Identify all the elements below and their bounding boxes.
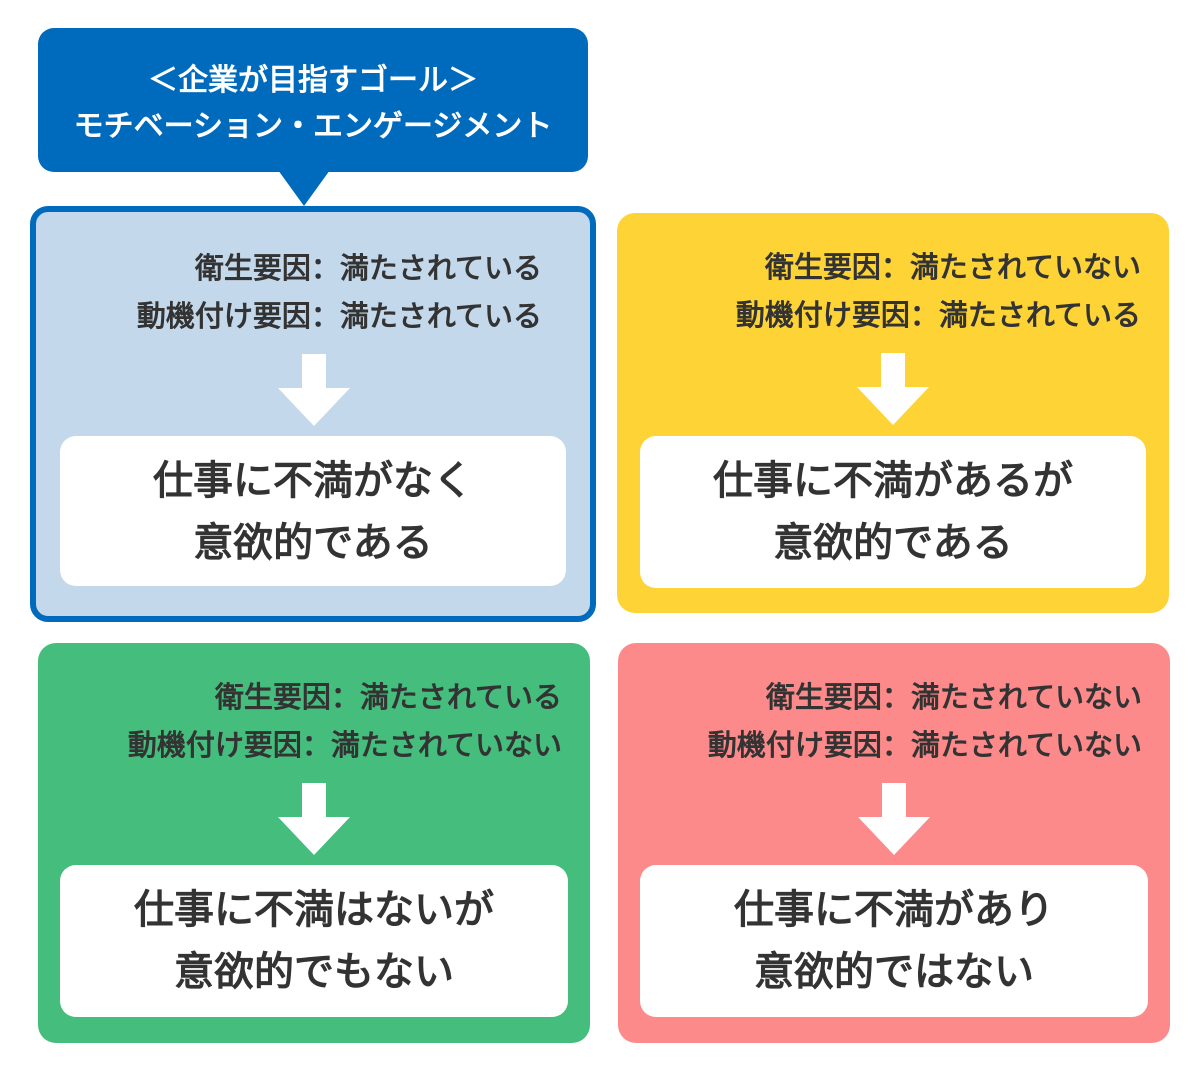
- result-line-2: 意欲的ではない: [754, 949, 1034, 995]
- goal-subtitle: モチベーション・エンゲージメント: [73, 109, 553, 144]
- hygiene-factor: 衛生要因：満たされていない: [765, 680, 1142, 714]
- quadrant-bottom-right: 衛生要因：満たされていない 動機付け要因：満たされていない 仕事に不満があり 意…: [618, 643, 1170, 1043]
- goal-title: ＜企業が目指すゴール＞: [148, 63, 478, 98]
- down-arrow-icon: [278, 783, 350, 855]
- quadrant-top-left: 衛生要因：満たされている 動機付け要因：満たされている 仕事に不満がなく 意欲的…: [30, 206, 596, 622]
- result-box: 仕事に不満がなく 意欲的である: [60, 436, 566, 586]
- result-line-1: 仕事に不満はないが: [134, 887, 494, 933]
- result-box: 仕事に不満はないが 意欲的でもない: [60, 865, 568, 1017]
- conditions: 衛生要因：満たされている 動機付け要因：満たされていない: [128, 673, 562, 769]
- motivator-factor: 動機付け要因：満たされていない: [707, 728, 1142, 762]
- quadrant-top-right: 衛生要因：満たされていない 動機付け要因：満たされている 仕事に不満があるが 意…: [617, 213, 1169, 613]
- result-line-2: 意欲的である: [193, 520, 433, 566]
- quadrant-bottom-left: 衛生要因：満たされている 動機付け要因：満たされていない 仕事に不満はないが 意…: [38, 643, 590, 1043]
- callout-pointer: [278, 170, 330, 206]
- conditions: 衛生要因：満たされている 動機付け要因：満たされている: [137, 244, 542, 340]
- result-line-1: 仕事に不満があり: [734, 887, 1054, 933]
- down-arrow-icon: [857, 353, 929, 425]
- result-line-2: 意欲的である: [773, 520, 1013, 566]
- motivator-factor: 動機付け要因：満たされている: [735, 298, 1141, 332]
- result-line-1: 仕事に不満があるが: [713, 458, 1073, 504]
- motivator-factor: 動機付け要因：満たされていない: [127, 728, 562, 762]
- hygiene-factor: 衛生要因：満たされている: [214, 680, 562, 714]
- goal-callout: ＜企業が目指すゴール＞ モチベーション・エンゲージメント: [38, 28, 588, 172]
- conditions: 衛生要因：満たされていない 動機付け要因：満たされていない: [708, 673, 1142, 769]
- result-line-2: 意欲的でもない: [174, 949, 454, 995]
- result-box: 仕事に不満があるが 意欲的である: [640, 436, 1146, 588]
- down-arrow-icon: [278, 354, 350, 426]
- hygiene-factor: 衛生要因：満たされていない: [764, 250, 1141, 284]
- result-line-1: 仕事に不満がなく: [153, 458, 473, 504]
- conditions: 衛生要因：満たされていない 動機付け要因：満たされている: [736, 243, 1141, 339]
- motivator-factor: 動機付け要因：満たされている: [136, 299, 542, 333]
- hygiene-factor: 衛生要因：満たされている: [194, 251, 542, 285]
- down-arrow-icon: [858, 783, 930, 855]
- result-box: 仕事に不満があり 意欲的ではない: [640, 865, 1148, 1017]
